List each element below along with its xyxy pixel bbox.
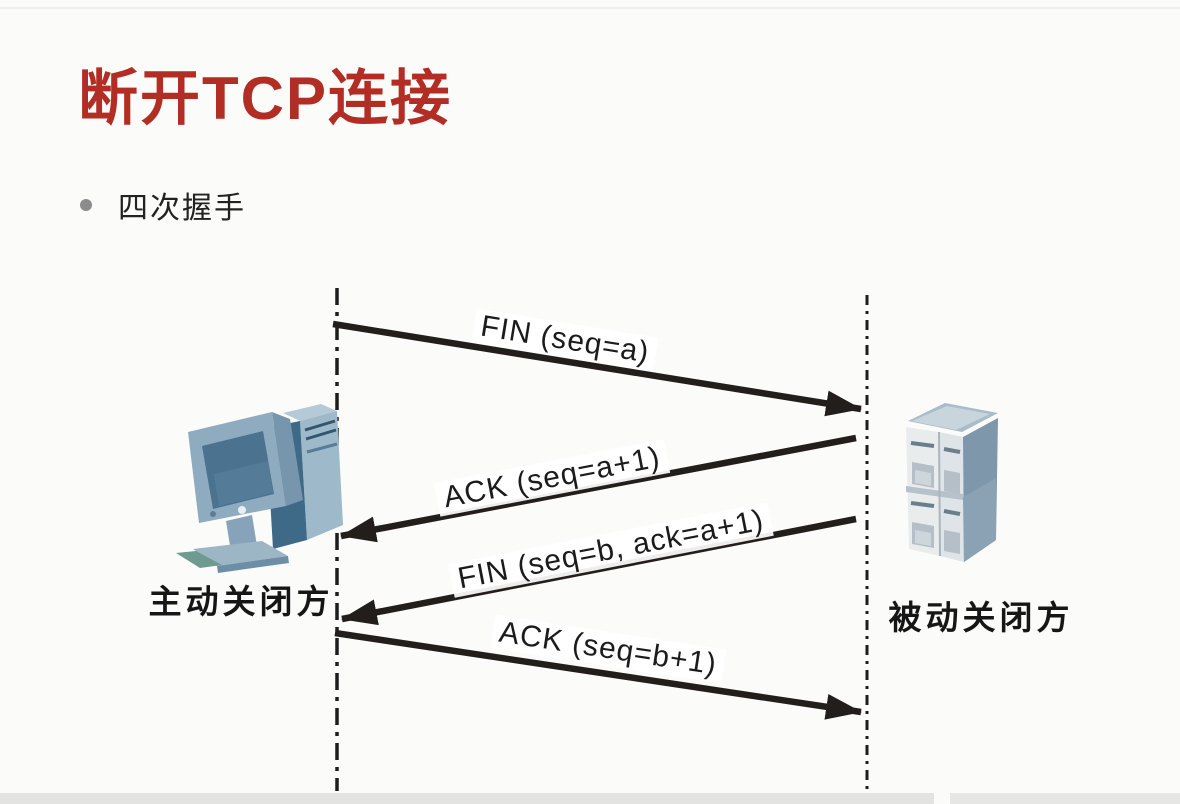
bullet-dot-icon <box>80 199 92 211</box>
right-actor-label: 被动关闭方 <box>888 601 1074 637</box>
bottom-bar-right <box>950 793 1180 804</box>
arrow-fin-1 <box>332 320 862 417</box>
bullet-item: 四次握手 <box>80 183 246 227</box>
arrow-ack-1 <box>340 434 857 543</box>
bullet-text: 四次握手 <box>118 192 246 225</box>
left-actor-label: 主动关闭方 <box>148 585 334 621</box>
arrow-ack-2 <box>334 629 862 720</box>
computer-icon <box>176 404 343 573</box>
bottom-bar-left <box>0 793 934 804</box>
top-divider <box>0 7 1180 9</box>
server-icon <box>906 403 998 562</box>
page-title: 断开TCP连接 <box>78 65 452 132</box>
